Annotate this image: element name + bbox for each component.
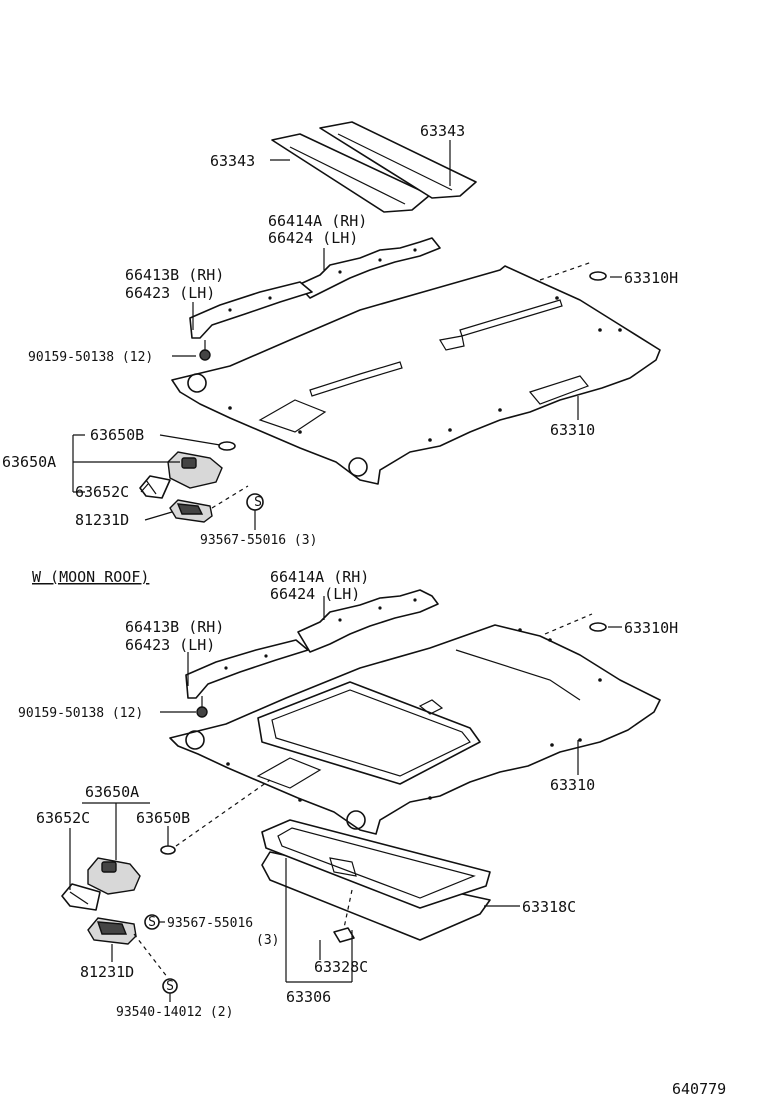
label-side-lh-bottom: 66423 (LH) — [125, 636, 215, 654]
label-shade-clip: 63328C — [314, 958, 368, 976]
dome-lamp-housing-top — [167, 451, 223, 489]
label-lamp-b-top: 63650B — [90, 426, 144, 444]
clip-63310H-top — [539, 261, 607, 281]
roof-side-rail-lower-bottom — [185, 639, 309, 699]
label-lamp-lens-bottom: 81231D — [80, 963, 134, 981]
label-screw-t-bottom: 93540-14012 (2) — [116, 1005, 233, 1020]
label-rail-rh: 66414A (RH) — [268, 212, 367, 230]
label-headliner-bottom: 63310 — [550, 776, 595, 794]
label-rail-lh-bottom: 66424 (LH) — [270, 585, 360, 603]
roof-side-rail-upper-bottom — [297, 589, 439, 653]
label-lamp-a-top: 63650A — [2, 453, 56, 471]
sun-visor-left — [271, 133, 431, 213]
label-lamp-b-bottom: 63650B — [136, 809, 190, 827]
diagram-number: 640779 — [672, 1080, 726, 1098]
label-screw-s-top: 93567-55016 (3) — [200, 533, 317, 548]
lamp-cap-63650B-top — [218, 441, 236, 451]
sunshade-clip-63328C — [333, 889, 355, 943]
label-screw-top: 90159-50138 (12) — [28, 350, 153, 365]
label-clip-bottom: 63310H — [624, 619, 678, 637]
label-screw-s-bottom: 93567-55016 — [167, 916, 253, 931]
label-headliner-top: 63310 — [550, 421, 595, 439]
dome-lamp-bracket-bottom — [61, 883, 101, 911]
label-lamp-c-bottom: 63652C — [36, 809, 90, 827]
label-side-rh-bottom: 66413B (RH) — [125, 618, 224, 636]
label-rail-lh: 66424 (LH) — [268, 229, 358, 247]
leader-lines — [69, 140, 622, 1002]
label-shade: 63318C — [522, 898, 576, 916]
dome-lamp-housing-bottom — [87, 857, 141, 895]
screw-90159-bottom — [196, 696, 208, 718]
label-visor-right: 63343 — [420, 122, 465, 140]
label-clip-top: 63310H — [624, 269, 678, 287]
s-mark-top: S — [254, 495, 262, 510]
section-title-moonroof: W (MOON ROOF) — [32, 568, 149, 586]
label-lamp-c-top: 63652C — [75, 483, 129, 501]
s-mark-bottom-2: S — [166, 979, 174, 994]
lamp-cap-63650B-bottom — [160, 779, 271, 855]
label-side-rh: 66413B (RH) — [125, 266, 224, 284]
clip-63310H-bottom — [544, 613, 607, 635]
roof-side-rail-lower — [189, 281, 313, 339]
label-lamp-lens-top: 81231D — [75, 511, 129, 529]
label-rail-rh-bottom: 66414A (RH) — [270, 568, 369, 586]
headliner-moonroof — [169, 624, 661, 835]
dome-lamp-lens-top — [169, 499, 213, 523]
roof-side-rail-upper — [297, 237, 441, 299]
label-side-lh: 66423 (LH) — [125, 284, 215, 302]
dome-lamp-bracket-top — [139, 475, 171, 499]
s-mark-bottom-1: S — [148, 915, 156, 930]
headliner-top — [171, 265, 661, 485]
label-visor-left: 63343 — [210, 152, 255, 170]
screw-90159-top — [199, 340, 211, 361]
label-shade-assy: 63306 — [286, 988, 331, 1006]
label-screw-s-bottom-qty: (3) — [256, 933, 279, 948]
label-lamp-a-bottom: 63650A — [85, 783, 139, 801]
sun-visor-right — [319, 121, 477, 199]
sunshade-panel — [261, 819, 491, 941]
label-screw-bottom: 90159-50138 (12) — [18, 706, 143, 721]
dome-lamp-lens-bottom — [87, 917, 137, 945]
